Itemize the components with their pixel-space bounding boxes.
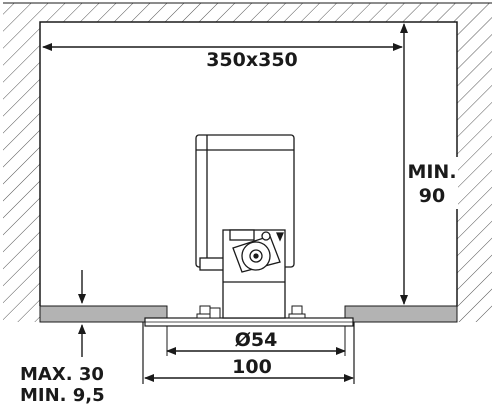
motor-unit: [195, 134, 295, 319]
plate-width-label: 100: [232, 356, 272, 378]
min-height-label-2: 90: [419, 185, 445, 207]
mounting-bolts: [196, 305, 306, 319]
foundation-recess: [142, 322, 355, 384]
min-height-label-1: MIN.: [407, 161, 456, 183]
opening-size-label: 350x350: [206, 49, 298, 71]
floor-slab-left: [39, 305, 168, 323]
shaft-diameter-label: Ø54: [235, 329, 278, 351]
depth-max-label: MAX. 30: [20, 364, 104, 385]
floor-slab-right: [344, 305, 458, 323]
depth-min-label: MIN. 9,5: [20, 385, 105, 406]
